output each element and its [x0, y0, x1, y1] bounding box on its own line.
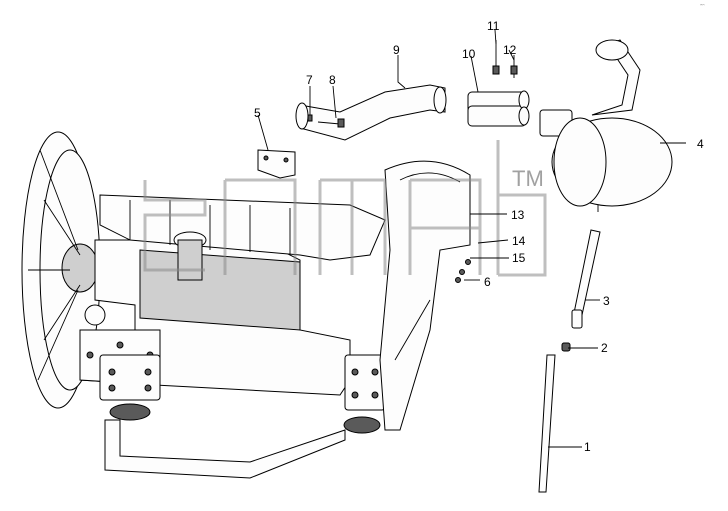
leader-lines	[257, 29, 686, 448]
tailpipe-3	[571, 229, 601, 329]
muffler-4	[539, 39, 673, 212]
lower-crossmember	[104, 419, 346, 479]
callout-1: 1	[584, 440, 591, 454]
clip-2	[561, 342, 571, 352]
exhaust-pipe-9	[295, 84, 447, 141]
bolt-8	[317, 118, 345, 128]
callout-3: 3	[603, 294, 610, 308]
callout-6: 6	[484, 275, 491, 289]
callout-15: 15	[512, 251, 526, 265]
callout-13: 13	[511, 208, 525, 222]
callout-4: 4	[697, 137, 704, 151]
watermark: TM	[143, 140, 547, 277]
callout-10: 10	[462, 47, 476, 61]
engine-mount-right	[343, 354, 386, 434]
engine-mount-left	[99, 354, 161, 421]
bolt-11	[492, 40, 500, 75]
sleeves-10	[467, 90, 530, 127]
callout-14: 14	[512, 234, 526, 248]
callout-7: 7	[306, 73, 313, 87]
callout-9: 9	[393, 43, 400, 57]
bracket-5	[257, 149, 296, 179]
exhaust-elbow-bracket	[379, 160, 471, 431]
callout-12: 12	[503, 43, 517, 57]
bolt-12	[510, 55, 518, 78]
corner-mark: ᵔᵔ	[700, 4, 705, 10]
pipe-1	[538, 354, 556, 493]
callout-5: 5	[254, 106, 261, 120]
clamp-7	[307, 114, 313, 122]
callout-11: 11	[487, 19, 500, 33]
callout-8: 8	[329, 73, 336, 87]
callout-2: 2	[601, 341, 608, 355]
watermark-trademark: TM	[512, 166, 544, 191]
